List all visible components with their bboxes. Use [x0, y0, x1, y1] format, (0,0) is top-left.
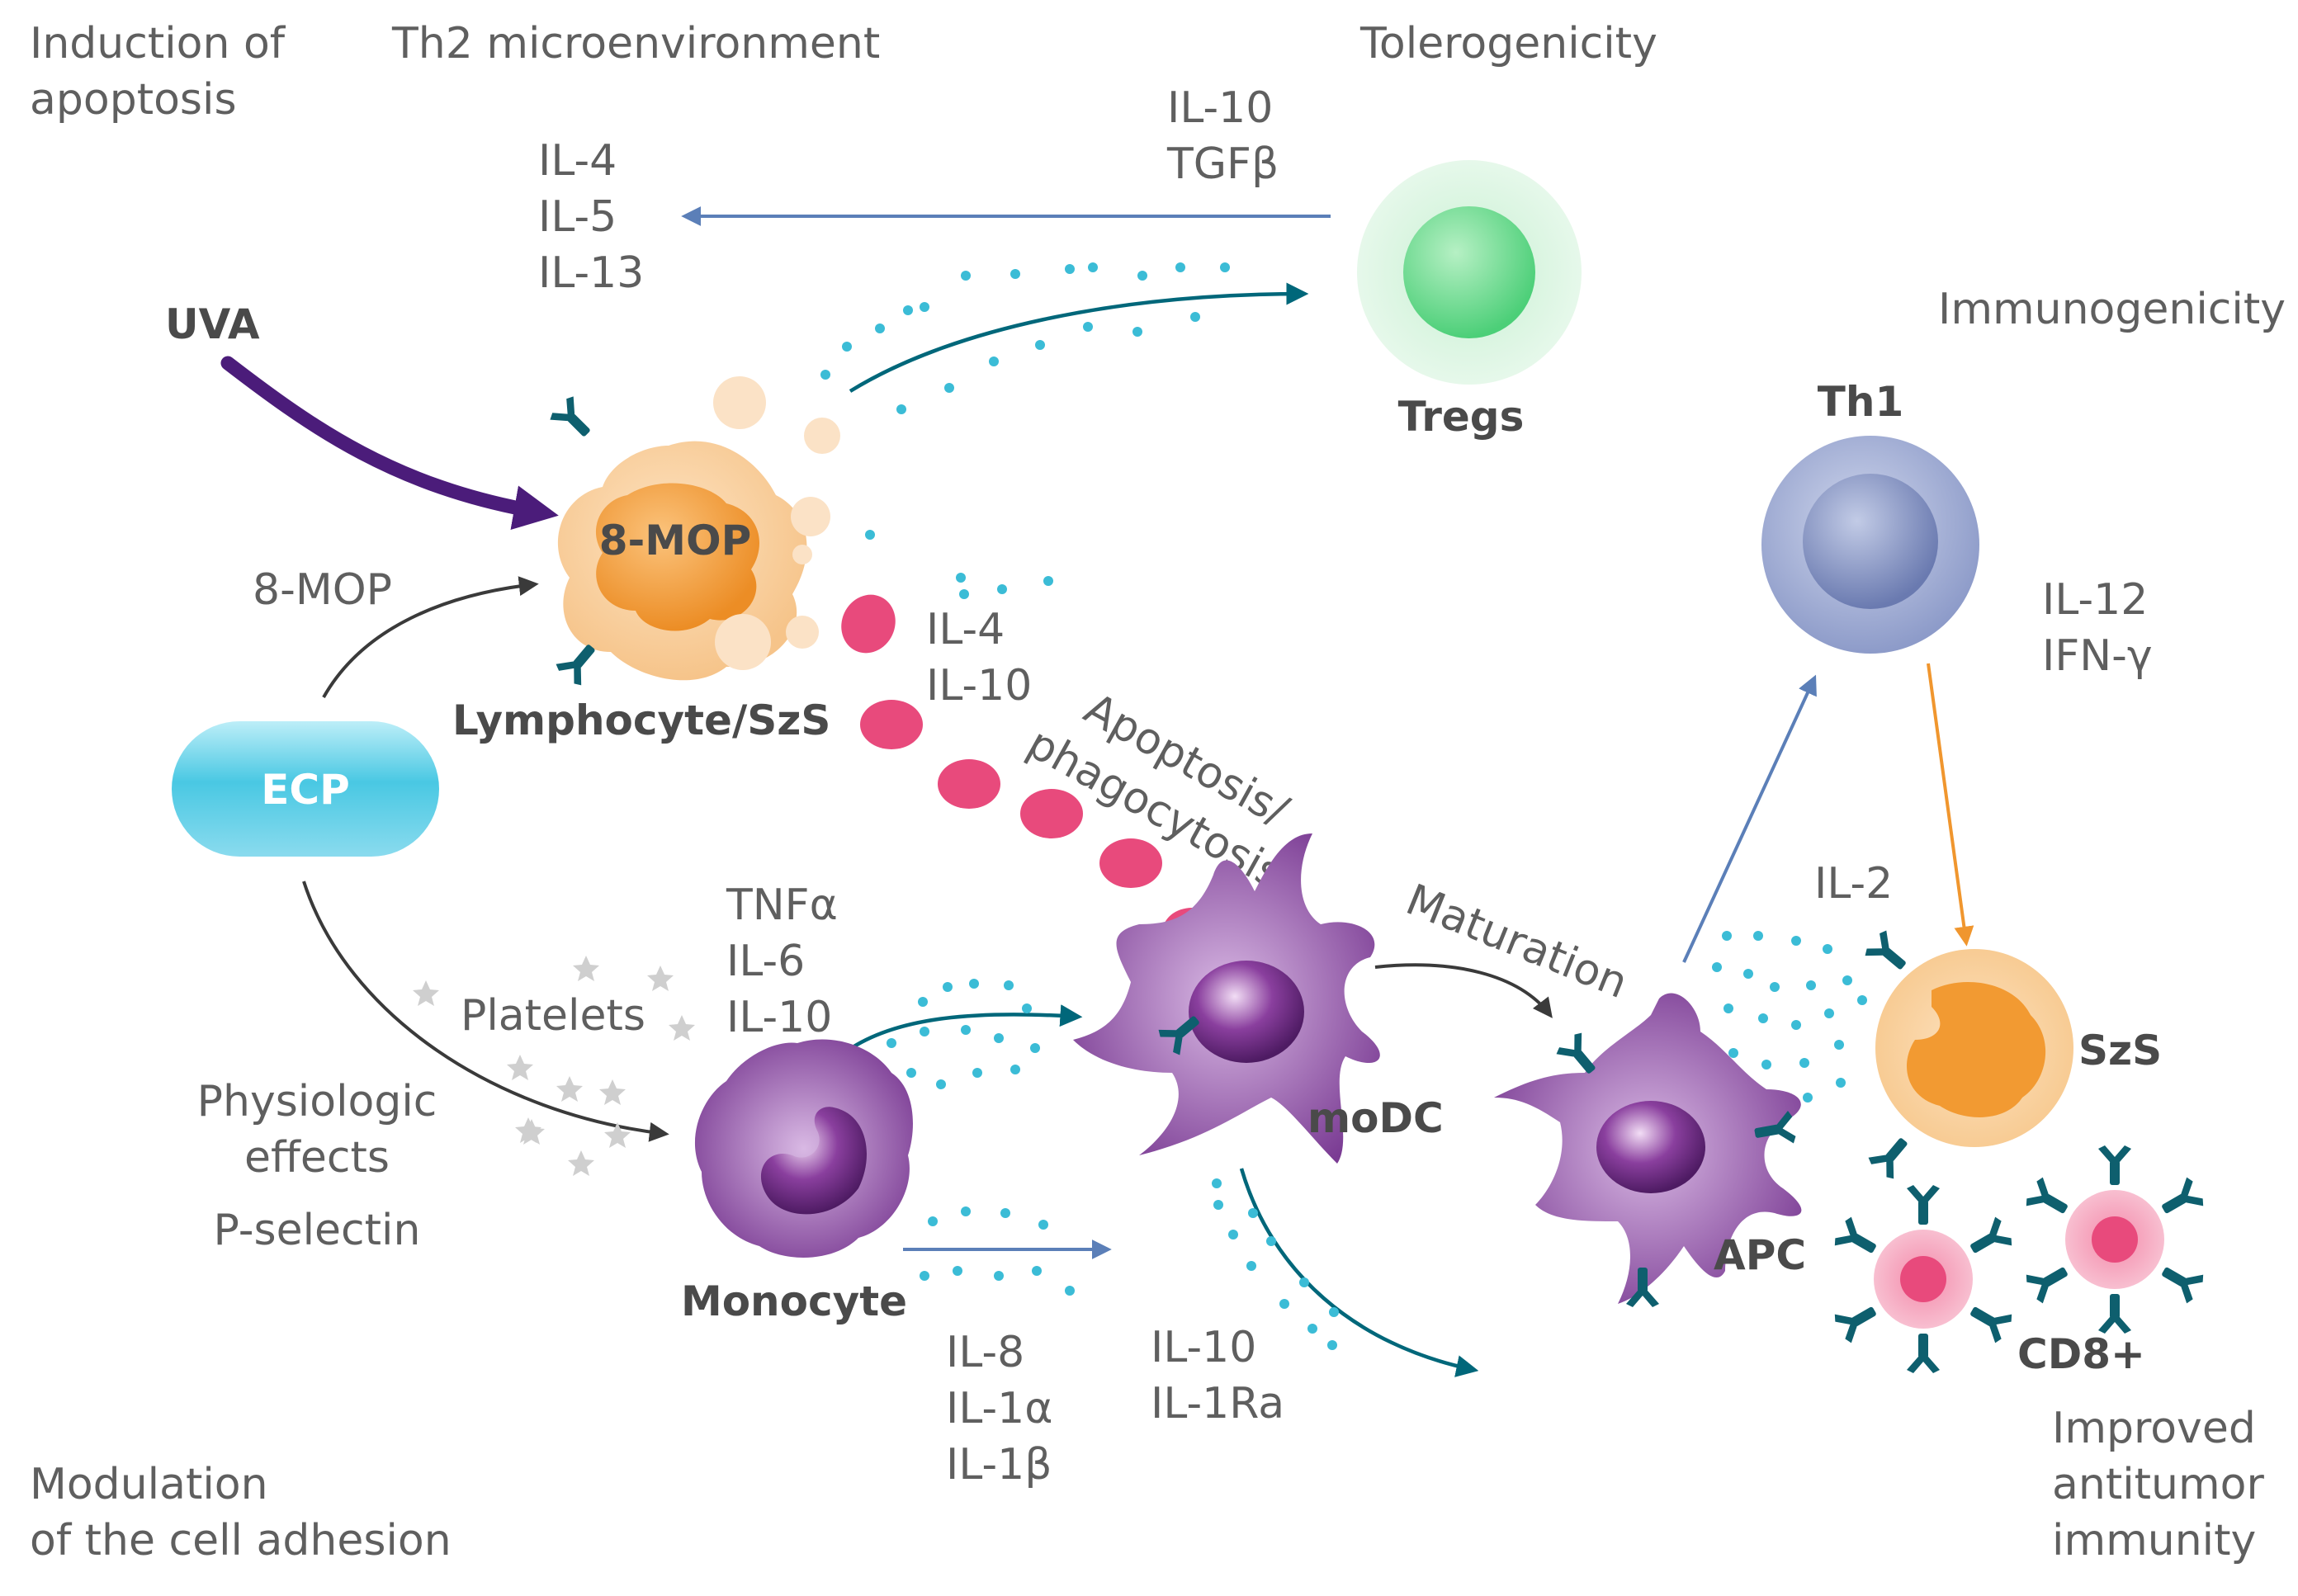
modc-label: moDC: [1307, 1094, 1444, 1142]
treg-cytokines: IL-10 TGFβ: [1166, 83, 1279, 189]
immunogenicity-label: Immunogenicity: [1938, 285, 2286, 334]
apc-cell: [1494, 993, 1802, 1307]
cytokine-il1b: IL-1β: [946, 1440, 1052, 1490]
apc-to-th1-arrow: [1682, 674, 1817, 963]
apc-label: APC: [1714, 1231, 1806, 1279]
ecp-capsule: ECP: [172, 721, 439, 857]
antitumor-label-3: immunity: [2052, 1516, 2256, 1565]
monocyte-cell: [694, 1039, 913, 1258]
cd8-cell-1: [1832, 1185, 2015, 1373]
cytokine-il10: IL-10: [1167, 83, 1273, 133]
to-tregs-arrow: [849, 282, 1309, 393]
platelets: [413, 956, 695, 1176]
cytokine-il4: IL-4: [926, 605, 1005, 654]
szs-label: SzS: [2078, 1027, 2162, 1074]
mop-arrow: [322, 576, 539, 698]
cytokine-il6: IL-6: [726, 937, 805, 986]
uva-label: UVA: [165, 300, 260, 348]
th2-cytokines: IL-4 IL-5 IL-13: [538, 136, 644, 298]
cytokine-tgfb: TGFβ: [1166, 139, 1279, 189]
th1-label: Th1: [1818, 378, 1904, 426]
cytokine-il10: IL-10: [726, 993, 832, 1042]
tregs-label: Tregs: [1398, 393, 1525, 441]
cd8-label: CD8+: [2017, 1330, 2145, 1378]
cytokine-il12: IL-12: [2042, 575, 2148, 625]
tregs-cell: [1357, 160, 1582, 385]
cytokine-il8: IL-8: [946, 1328, 1024, 1377]
mop-arrow-label: 8-MOP: [253, 565, 392, 615]
cytokine-il1ra: IL-1Ra: [1151, 1379, 1284, 1428]
antitumor-label-1: Improved: [2052, 1404, 2256, 1453]
cytokine-il4: IL-4: [538, 136, 617, 186]
monocyte-label: Monocyte: [681, 1277, 907, 1325]
p-selectin-label: P-selectin: [214, 1206, 421, 1255]
lymph-cytokines: IL-4 IL-10: [926, 605, 1032, 711]
ecp-label: ECP: [261, 766, 350, 814]
apoptotic-bodies: [841, 594, 1222, 957]
modulation-label-2: of the cell adhesion: [30, 1516, 452, 1565]
cd8-cell-2: [2023, 1145, 2206, 1334]
ecp-to-monocyte-arrow: [302, 881, 669, 1142]
lymphocyte-cell: 8-MOP: [547, 376, 840, 688]
antitumor-label-2: antitumor: [2052, 1460, 2264, 1509]
th2-label: Th2 microenvironment: [391, 19, 880, 68]
mop-cell-label: 8-MOP: [599, 517, 751, 564]
maturation-arrow: [1374, 963, 1553, 1018]
monocyte-down-cytokines: IL-8 IL-1α IL-1β: [946, 1328, 1053, 1490]
cytokine-il2: IL-2: [1814, 859, 1893, 909]
modulation-label-1: Modulation: [30, 1460, 268, 1509]
cytokine-il10: IL-10: [926, 661, 1032, 711]
uva-arrow: [220, 356, 559, 531]
cytokine-il10: IL-10: [1151, 1323, 1256, 1372]
induction-label-1: Induction of: [30, 19, 286, 68]
monocyte-up-cytokines: TNFα IL-6 IL-10: [726, 881, 838, 1042]
modc-down-cytokines: IL-10 IL-1Ra: [1151, 1323, 1284, 1428]
physiologic-label-2: effects: [244, 1133, 390, 1183]
modc-secretion-arrow: [1239, 1168, 1479, 1377]
lymphocyte-label: Lymphocyte/SzS: [452, 696, 830, 744]
szs-cell: [1862, 928, 2073, 1182]
platelets-label: Platelets: [461, 991, 645, 1041]
th1-cytokines: IL-12 IFN-γ: [2042, 575, 2153, 681]
cytokine-il5: IL-5: [538, 192, 617, 242]
th1-to-szs-arrow: [1927, 663, 1974, 947]
modc-cell: [1073, 833, 1380, 1164]
tolerogenicity-label: Tolerogenicity: [1359, 19, 1657, 68]
cytokine-il1a: IL-1α: [946, 1384, 1053, 1433]
monocyte-to-modc-arrow: [840, 1004, 1083, 1056]
induction-label-2: apoptosis: [30, 75, 237, 125]
physiologic-label-1: Physiologic: [197, 1077, 437, 1126]
cytokine-tnfa: TNFα: [726, 881, 838, 930]
th1-cell: [1761, 436, 1979, 654]
cytokine-il13: IL-13: [538, 248, 644, 298]
cytokine-ifng: IFN-γ: [2042, 631, 2153, 681]
